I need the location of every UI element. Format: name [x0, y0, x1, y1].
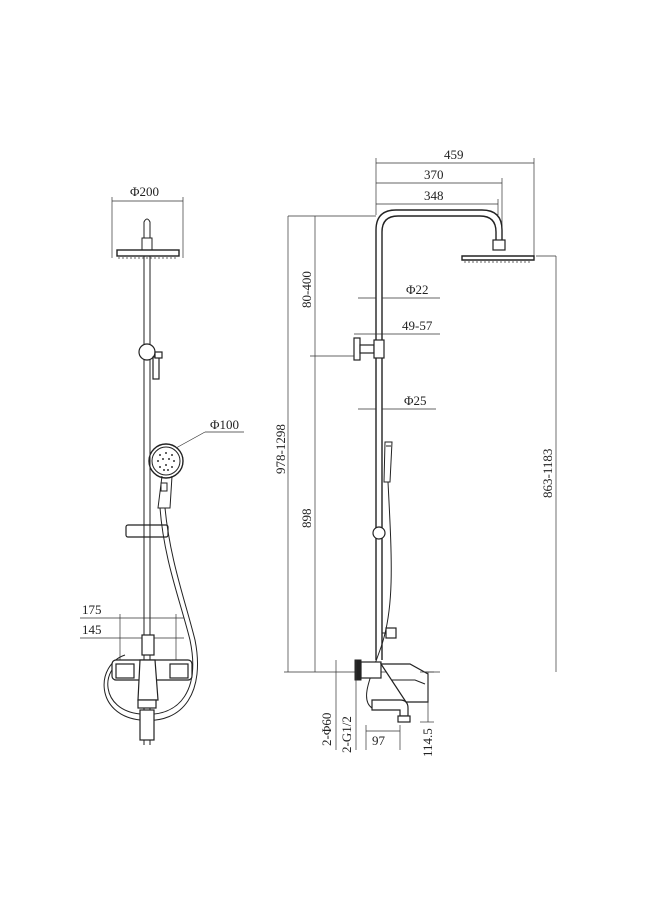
pipe-diameter-top-label: Φ22 — [406, 282, 429, 297]
diverter-side — [385, 627, 397, 639]
shower-head-front — [116, 218, 180, 259]
height-total-label: 978-1298 — [273, 424, 288, 474]
flange-diameter-label: 2-Φ60 — [319, 713, 334, 746]
upper-bracket-front — [138, 343, 163, 380]
thread-size-label: 2-G1/2 — [339, 716, 354, 753]
mixer-front — [111, 634, 193, 741]
bottom-dimensions: 2-Φ60 2-G1/2 97 114.5 — [319, 660, 435, 757]
arm-dimensions: 459 370 348 — [375, 147, 535, 258]
hose-side — [366, 481, 392, 709]
slider-side — [372, 526, 386, 540]
spout-height-label: 114.5 — [420, 728, 435, 757]
handset-side — [383, 441, 393, 483]
bracket-range-label: 49-57 — [402, 318, 433, 333]
wall-bracket-side — [353, 337, 385, 361]
pipe-diameter-bottom-label: Φ25 — [404, 393, 427, 408]
front-view: Φ200 — [80, 184, 244, 745]
arm-length-mid-label: 370 — [424, 167, 444, 182]
width-inner-label: 145 — [82, 622, 102, 637]
height-fixed-label: 898 — [299, 509, 314, 529]
handset-front — [148, 443, 184, 509]
height-dimensions: 978-1298 80-400 898 — [273, 215, 440, 673]
mixer-side — [354, 659, 429, 723]
spout-length-label: 97 — [372, 733, 386, 748]
head-height-label: 863-1183 — [540, 449, 555, 498]
width-outer-label: 175 — [82, 602, 102, 617]
arm-length-total-label: 459 — [444, 147, 464, 162]
height-adjust-label: 80-400 — [299, 271, 314, 308]
hose-front — [103, 507, 199, 721]
shower-head-side — [461, 239, 535, 263]
side-view: 459 370 348 863-1183 Φ22 49-57 — [273, 147, 557, 757]
riser-pipe-side — [375, 209, 503, 660]
head-diameter-label: Φ200 — [130, 184, 159, 199]
handset-diameter-label: Φ100 — [210, 417, 239, 432]
arm-length-inner-label: 348 — [424, 188, 444, 203]
